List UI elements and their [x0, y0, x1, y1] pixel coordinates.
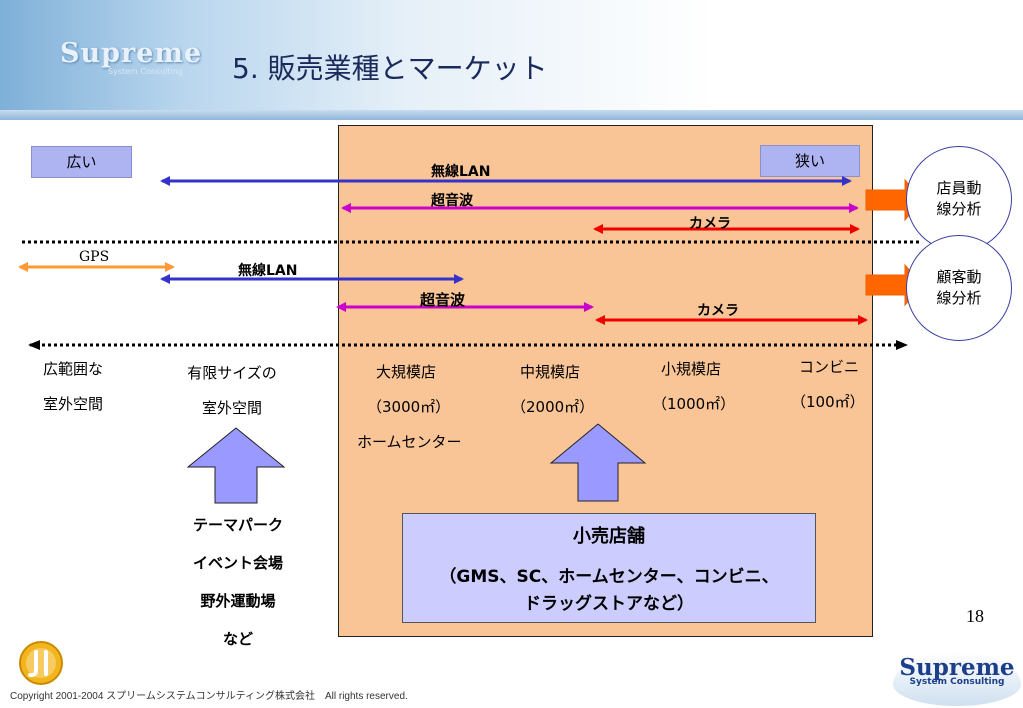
copyright-text: Copyright 2001-2004 スプリームシステムコンサルティング株式会… — [10, 691, 408, 702]
label-wireless-top: 無線LAN — [431, 164, 491, 180]
category-limited-outdoor: 有限サイズの 室外空間 — [177, 356, 287, 426]
venue-item: など — [222, 630, 253, 648]
customer-flow-circle: 顧客動線分析 — [906, 235, 1012, 341]
retail-box: 小売店舗 （GMS、SC、ホームセンター、コンビニ、 ドラッグストアなど） — [402, 513, 816, 623]
venue-item: イベント会場 — [192, 554, 283, 572]
logo-word: Supreme — [60, 38, 203, 69]
label-gps: GPS — [79, 249, 110, 265]
category-line: 有限サイズの — [187, 364, 277, 382]
venue-item: テーマパーク — [192, 516, 283, 534]
category-convenience: コンビニ （100㎡） — [791, 350, 865, 420]
retail-title: 小売店舗 — [573, 526, 645, 547]
retail-line2: ドラッグストアなど） — [524, 594, 694, 614]
label-wireless-bottom: 無線LAN — [238, 263, 298, 279]
category-line: 中規模店 — [520, 363, 581, 381]
logo-word-bottom: Supreme — [899, 654, 1015, 681]
category-line: 室外空間 — [201, 399, 262, 417]
category-line: ホームセンター — [357, 433, 462, 451]
page-number: 18 — [966, 606, 984, 626]
category-line: （2000㎡） — [511, 398, 595, 416]
label-ultrasonic-bottom: 超音波 — [420, 291, 466, 309]
staff-flow-line2: 線分析 — [936, 200, 982, 218]
staff-flow-line1: 店員動 — [936, 179, 982, 197]
category-line: （1000㎡） — [652, 395, 736, 413]
round-logo-icon — [19, 641, 63, 685]
customer-flow-line2: 線分析 — [936, 289, 982, 307]
label-camera-top: カメラ — [689, 216, 731, 232]
category-line: 室外空間 — [43, 395, 104, 413]
label-ultrasonic-top: 超音波 — [431, 193, 473, 209]
staff-flow-circle: 店員動線分析 — [906, 146, 1012, 252]
category-line: （3000㎡） — [367, 398, 451, 416]
category-large-store: 大規模店 （3000㎡） ホームセンター — [357, 355, 462, 460]
venue-list: テーマパーク イベント会場 野外運動場 など — [176, 506, 300, 658]
customer-flow-line1: 顧客動 — [936, 268, 982, 286]
category-line: 大規模店 — [376, 363, 437, 381]
retail-line1: （GMS、SC、ホームセンター、コンビニ、 — [439, 567, 779, 587]
company-logo-top: Supreme System Consulting — [60, 38, 203, 88]
company-logo-bottom: Supreme System Consulting — [893, 652, 1021, 706]
logo-subtitle: System Consulting — [108, 67, 183, 76]
block-arrow-venues — [186, 427, 286, 504]
category-medium-store: 中規模店 （2000㎡） — [511, 355, 594, 425]
logo-subtitle-bottom: System Consulting — [909, 677, 1005, 687]
slide-title: 5. 販売業種とマーケット — [232, 52, 548, 85]
category-wide-outdoor: 広範囲な 室外空間 — [43, 352, 103, 422]
header-rule — [0, 110, 1023, 120]
block-arrow-retail — [549, 423, 647, 502]
label-camera-bottom: カメラ — [697, 303, 739, 319]
category-line: 広範囲な — [43, 360, 104, 378]
venue-item: 野外運動場 — [200, 592, 276, 610]
category-line: 小規模店 — [661, 360, 722, 378]
header-band — [0, 0, 1023, 118]
category-line: （100㎡） — [791, 393, 865, 411]
wide-label: 広い — [31, 146, 132, 178]
category-line: コンビニ — [799, 358, 860, 376]
category-small-store: 小規模店 （1000㎡） — [652, 352, 735, 422]
narrow-label: 狭い — [760, 145, 860, 177]
